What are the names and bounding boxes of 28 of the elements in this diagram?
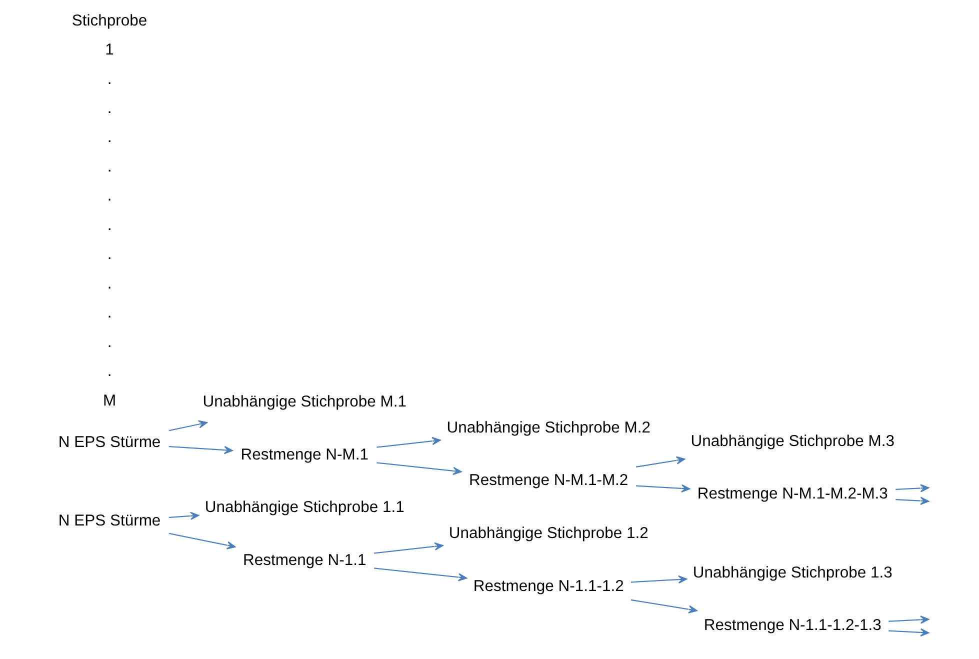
label: . [106,363,112,380]
label: M [102,392,116,410]
label: . [106,158,112,176]
node-text: Unabhängige Stichprobe M.2 [446,419,650,436]
label: . [106,334,112,351]
node-text: Restmenge N-M.1-M.2-M.3 [696,486,888,503]
node-text: N EPS Stürme [58,434,160,451]
label: Stichprobe [71,12,147,30]
node-text: Restmenge N-1.1-1.2-1.3 [703,617,881,634]
node-text: Restmenge N-1.1 [242,552,366,570]
label: . [106,188,112,205]
node-text: Restmenge N-M.1-M.2 [468,472,628,490]
label: 1 [104,42,114,59]
label: . [106,275,112,292]
node-text: Unabhängige Stichprobe 1.2 [448,525,648,542]
label: . [106,100,112,117]
node-text: Restmenge N-1.1-1.2 [472,578,624,595]
node-text: Unabhängige Stichprobe M.1 [202,393,406,410]
label: . [106,70,112,88]
node-text: Unabhängige Stichprobe M.3 [690,432,894,450]
node-text: Restmenge N-M.1 [240,446,368,464]
label: . [106,246,112,264]
label: . [106,216,112,234]
node-text: Unabhängige Stichprobe 1.3 [692,564,892,582]
label: . [106,304,112,322]
label: . [106,129,112,146]
node-text: Unabhängige Stichprobe 1.1 [204,499,404,516]
node-text: N EPS Stürme [58,512,160,530]
